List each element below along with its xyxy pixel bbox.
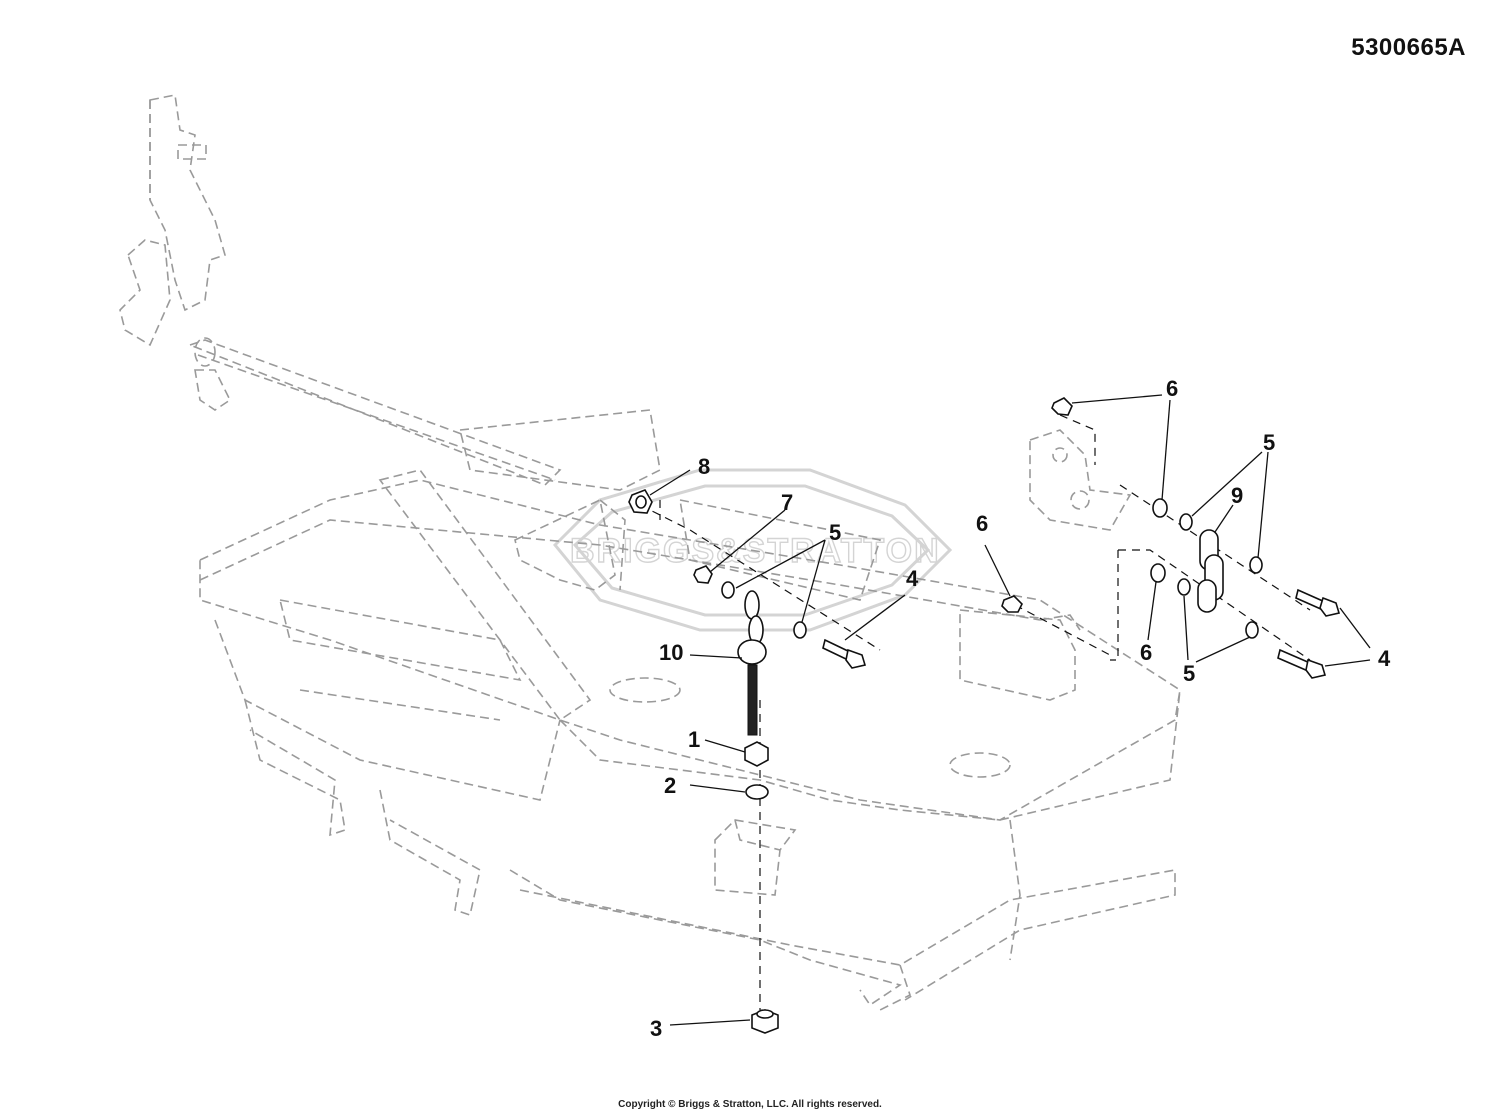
callout-6: 6 xyxy=(1140,640,1152,665)
callout-3: 3 xyxy=(650,1016,662,1041)
nut-item-1-icon xyxy=(744,741,769,767)
callout-6: 6 xyxy=(976,511,988,536)
chain-item-10-icon xyxy=(737,590,767,736)
lock-nut-item-7-icon xyxy=(693,565,713,584)
washer-item-2-icon xyxy=(745,784,769,800)
callout-10: 10 xyxy=(659,640,683,665)
chain-link-item-9-icon xyxy=(1197,529,1224,613)
nut-item-8-icon xyxy=(628,489,653,514)
copyright-notice: Copyright © Briggs & Stratton, LLC. All … xyxy=(618,1099,882,1110)
callout-5: 5 xyxy=(1263,430,1275,455)
callout-1: 1 xyxy=(688,727,700,752)
washer-item-5-icon xyxy=(1177,578,1191,596)
callout-4: 4 xyxy=(906,566,919,591)
lift-bracket-phantom xyxy=(1029,429,1132,531)
drawing-part-number: 5300665A xyxy=(1351,34,1466,61)
bolt-item-4-icon xyxy=(822,638,867,669)
nut-item-6-icon xyxy=(1051,397,1073,416)
washer-item-5-icon xyxy=(1245,621,1259,639)
callouts: 8 7 5 4 10 1 2 3 6 5 9 6 6 5 4 xyxy=(650,376,1391,1041)
lock-nut-item-6-icon xyxy=(1150,563,1166,583)
lock-nut-item-6-icon xyxy=(1152,498,1168,518)
washer-item-5-icon xyxy=(793,621,807,639)
callout-5: 5 xyxy=(1183,661,1195,686)
nut-item-3-icon xyxy=(751,1009,779,1034)
mower-deck-phantom xyxy=(119,94,1181,1011)
callout-4: 4 xyxy=(1378,646,1391,671)
nut-item-6-icon xyxy=(1001,595,1023,613)
callout-5: 5 xyxy=(829,520,841,545)
callout-8: 8 xyxy=(698,454,710,479)
callout-9: 9 xyxy=(1231,483,1243,508)
callout-2: 2 xyxy=(664,773,676,798)
washer-item-5-icon xyxy=(1179,513,1193,531)
bolt-item-4-icon xyxy=(1295,588,1341,617)
assembly-axes xyxy=(639,414,1311,1010)
bolt-item-4-icon xyxy=(1277,648,1327,679)
leader-lines xyxy=(649,394,1371,1026)
washer-item-5-icon xyxy=(721,581,735,599)
washer-item-5-icon xyxy=(1249,556,1263,574)
hardware-parts xyxy=(628,397,1341,1034)
callout-6: 6 xyxy=(1166,376,1178,401)
callout-7: 7 xyxy=(781,490,793,515)
